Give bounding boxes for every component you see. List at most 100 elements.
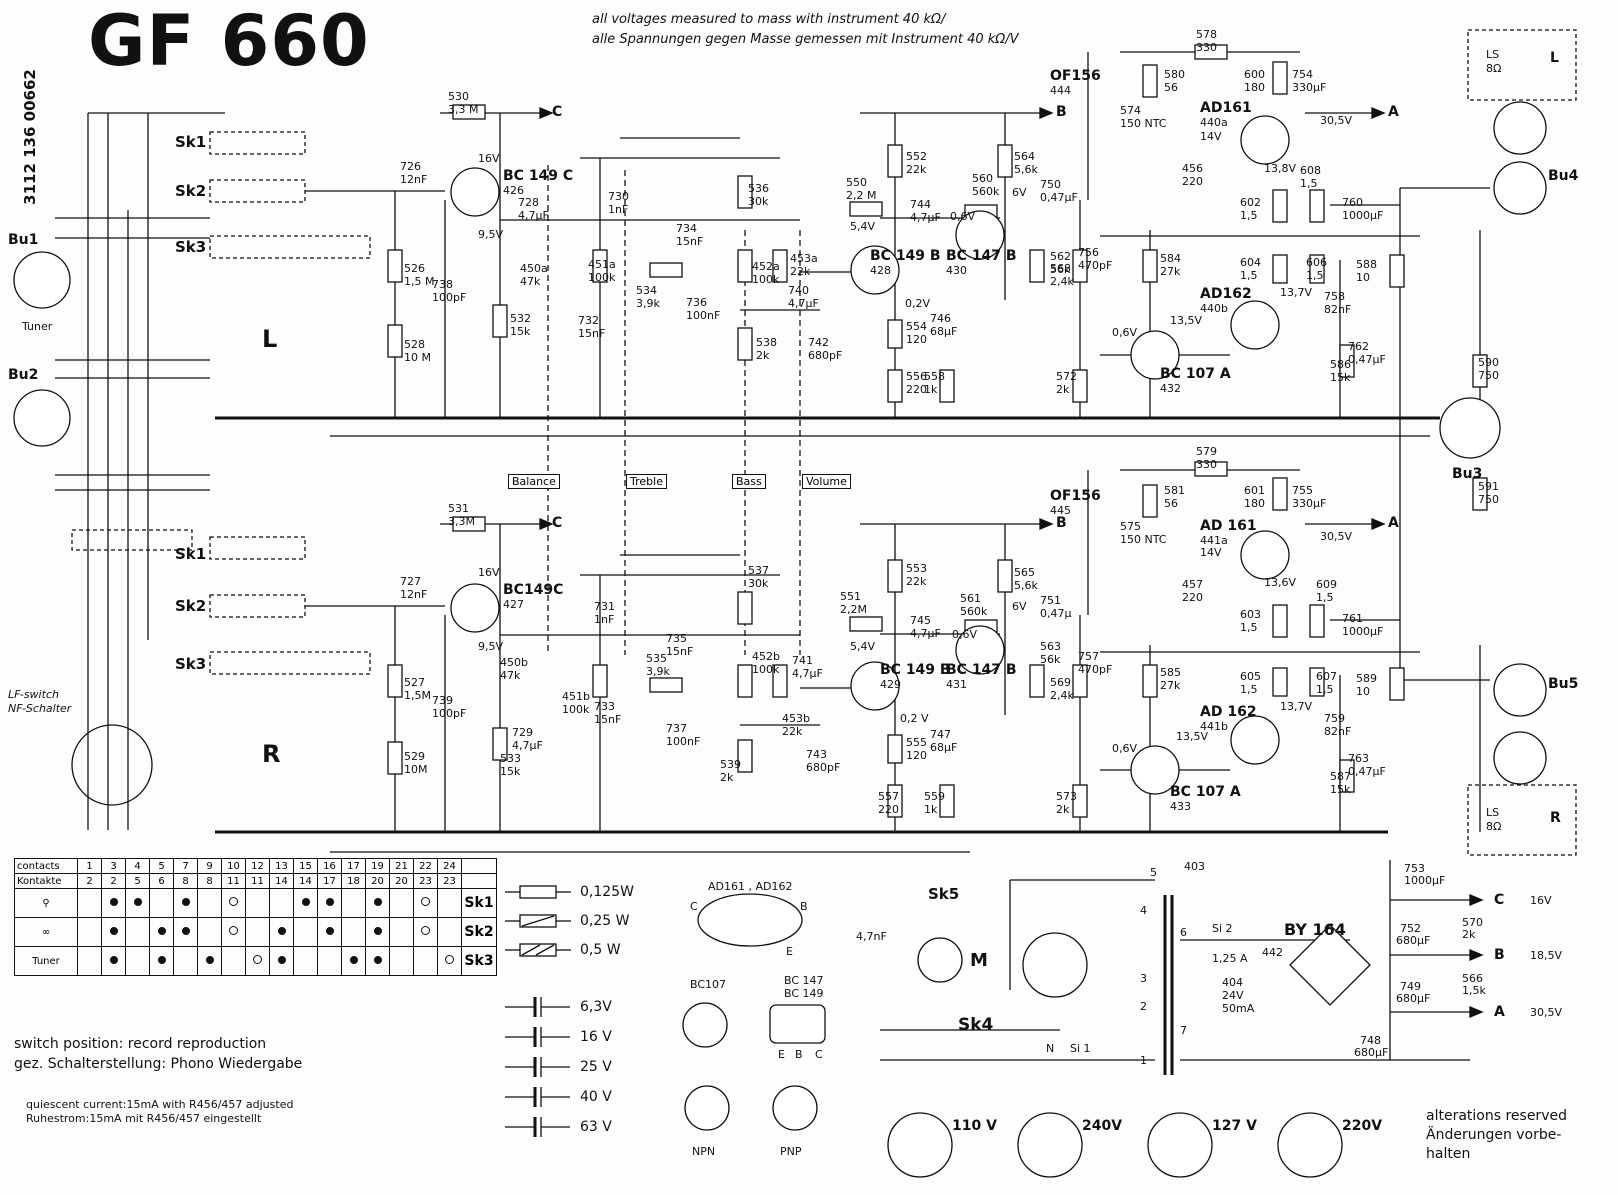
component-val: 12nF [400, 173, 428, 186]
cap-749-id: 749 [1400, 980, 1421, 993]
component-val: 100k [752, 663, 780, 676]
component-val: 2,2 M [846, 189, 877, 202]
voltage-label-10: 0,6V [1112, 326, 1138, 339]
component-val: 10 [1356, 685, 1370, 698]
closed-contact-icon [109, 955, 118, 964]
voltage-label-4: 6V [1012, 186, 1027, 199]
contacts-row: ∞Sk2 [14, 917, 497, 947]
contact-cell [389, 888, 414, 918]
component-val: 100pF [432, 291, 467, 304]
component-id: 530 [448, 90, 469, 103]
contact-number: 4 [125, 858, 150, 874]
voltage-label-7: 13,8V [1264, 162, 1297, 175]
contacts-row: ⚲Sk1 [14, 888, 497, 918]
closed-contact-icon [181, 897, 190, 906]
contact-cell [221, 888, 246, 918]
component-val: 1nF [608, 203, 629, 216]
component-val: 22k [790, 265, 811, 278]
open-contact-icon [421, 897, 430, 906]
connector-bu5: Bu5 [1548, 676, 1579, 692]
component-id: 529 [404, 750, 425, 763]
fuse-si2-rating: 1,25 A [1212, 952, 1248, 965]
alterations-de1: Änderungen vorbe- [1426, 1127, 1562, 1143]
control-volume: Volume [802, 474, 851, 489]
component-id: 728 [518, 196, 539, 209]
contact-cell [77, 917, 102, 947]
component-id: 761 [1342, 612, 1363, 625]
component-id: 754 [1292, 68, 1313, 81]
rail-b-bottom: B [1056, 515, 1067, 531]
component-val: 22k [906, 575, 927, 588]
contact-cell [437, 917, 462, 947]
component-id: 453a [790, 252, 818, 265]
component-id: 607 [1316, 670, 1337, 683]
transistor-type: AD162 [1200, 286, 1252, 302]
contact-cell [197, 888, 222, 918]
transistor-id: 430 [946, 264, 967, 277]
cap-753-id: 753 [1404, 862, 1425, 875]
transistor-id: 440b [1200, 302, 1228, 315]
component-id: 750 [1040, 178, 1061, 191]
component-val: 56 [1164, 81, 1178, 94]
contact-number: 2 [77, 873, 102, 889]
contacts-row-label: ⚲ [14, 888, 78, 918]
closed-contact-icon [109, 926, 118, 935]
component-id: 751 [1040, 594, 1061, 607]
transistor-type: BC 149 B [870, 248, 941, 264]
voltage-label-2: 5,4V [850, 640, 876, 653]
switch-position-note-en: switch position: record reproduction [14, 1036, 267, 1052]
component-id: 601 [1244, 484, 1265, 497]
component-val: 4,7µF [910, 627, 941, 640]
contact-cell [317, 946, 342, 976]
component-val: 10 M [404, 351, 431, 364]
pinout-npn-label: NPN [692, 1145, 716, 1158]
connector-bu2: Bu2 [8, 367, 39, 383]
contact-number: 5 [125, 873, 150, 889]
contact-cell [197, 946, 222, 976]
component-val: 3,9k [636, 297, 660, 310]
component-id: 738 [432, 278, 453, 291]
contacts-row-label: ∞ [14, 917, 78, 947]
output-c: C [1494, 892, 1505, 908]
component-val: 100k [562, 703, 590, 716]
component-id: 528 [404, 338, 425, 351]
component-val: 1000µF [1342, 209, 1384, 222]
transistor-type: AD 161 [1200, 518, 1257, 534]
switch-sk4: Sk4 [958, 1015, 994, 1035]
component-id: 534 [636, 284, 657, 297]
component-id: 580 [1164, 68, 1185, 81]
component-val: 220 [1182, 175, 1203, 188]
legend-cap-63v-max: 63 V [580, 1119, 612, 1135]
contact-cell [245, 946, 270, 976]
pinout-bc-e: E [778, 1048, 785, 1061]
voltage-label-2: 5,4V [850, 220, 876, 233]
component-val: 2k [720, 771, 734, 784]
component-id: 739 [432, 694, 453, 707]
closed-contact-icon [157, 955, 166, 964]
